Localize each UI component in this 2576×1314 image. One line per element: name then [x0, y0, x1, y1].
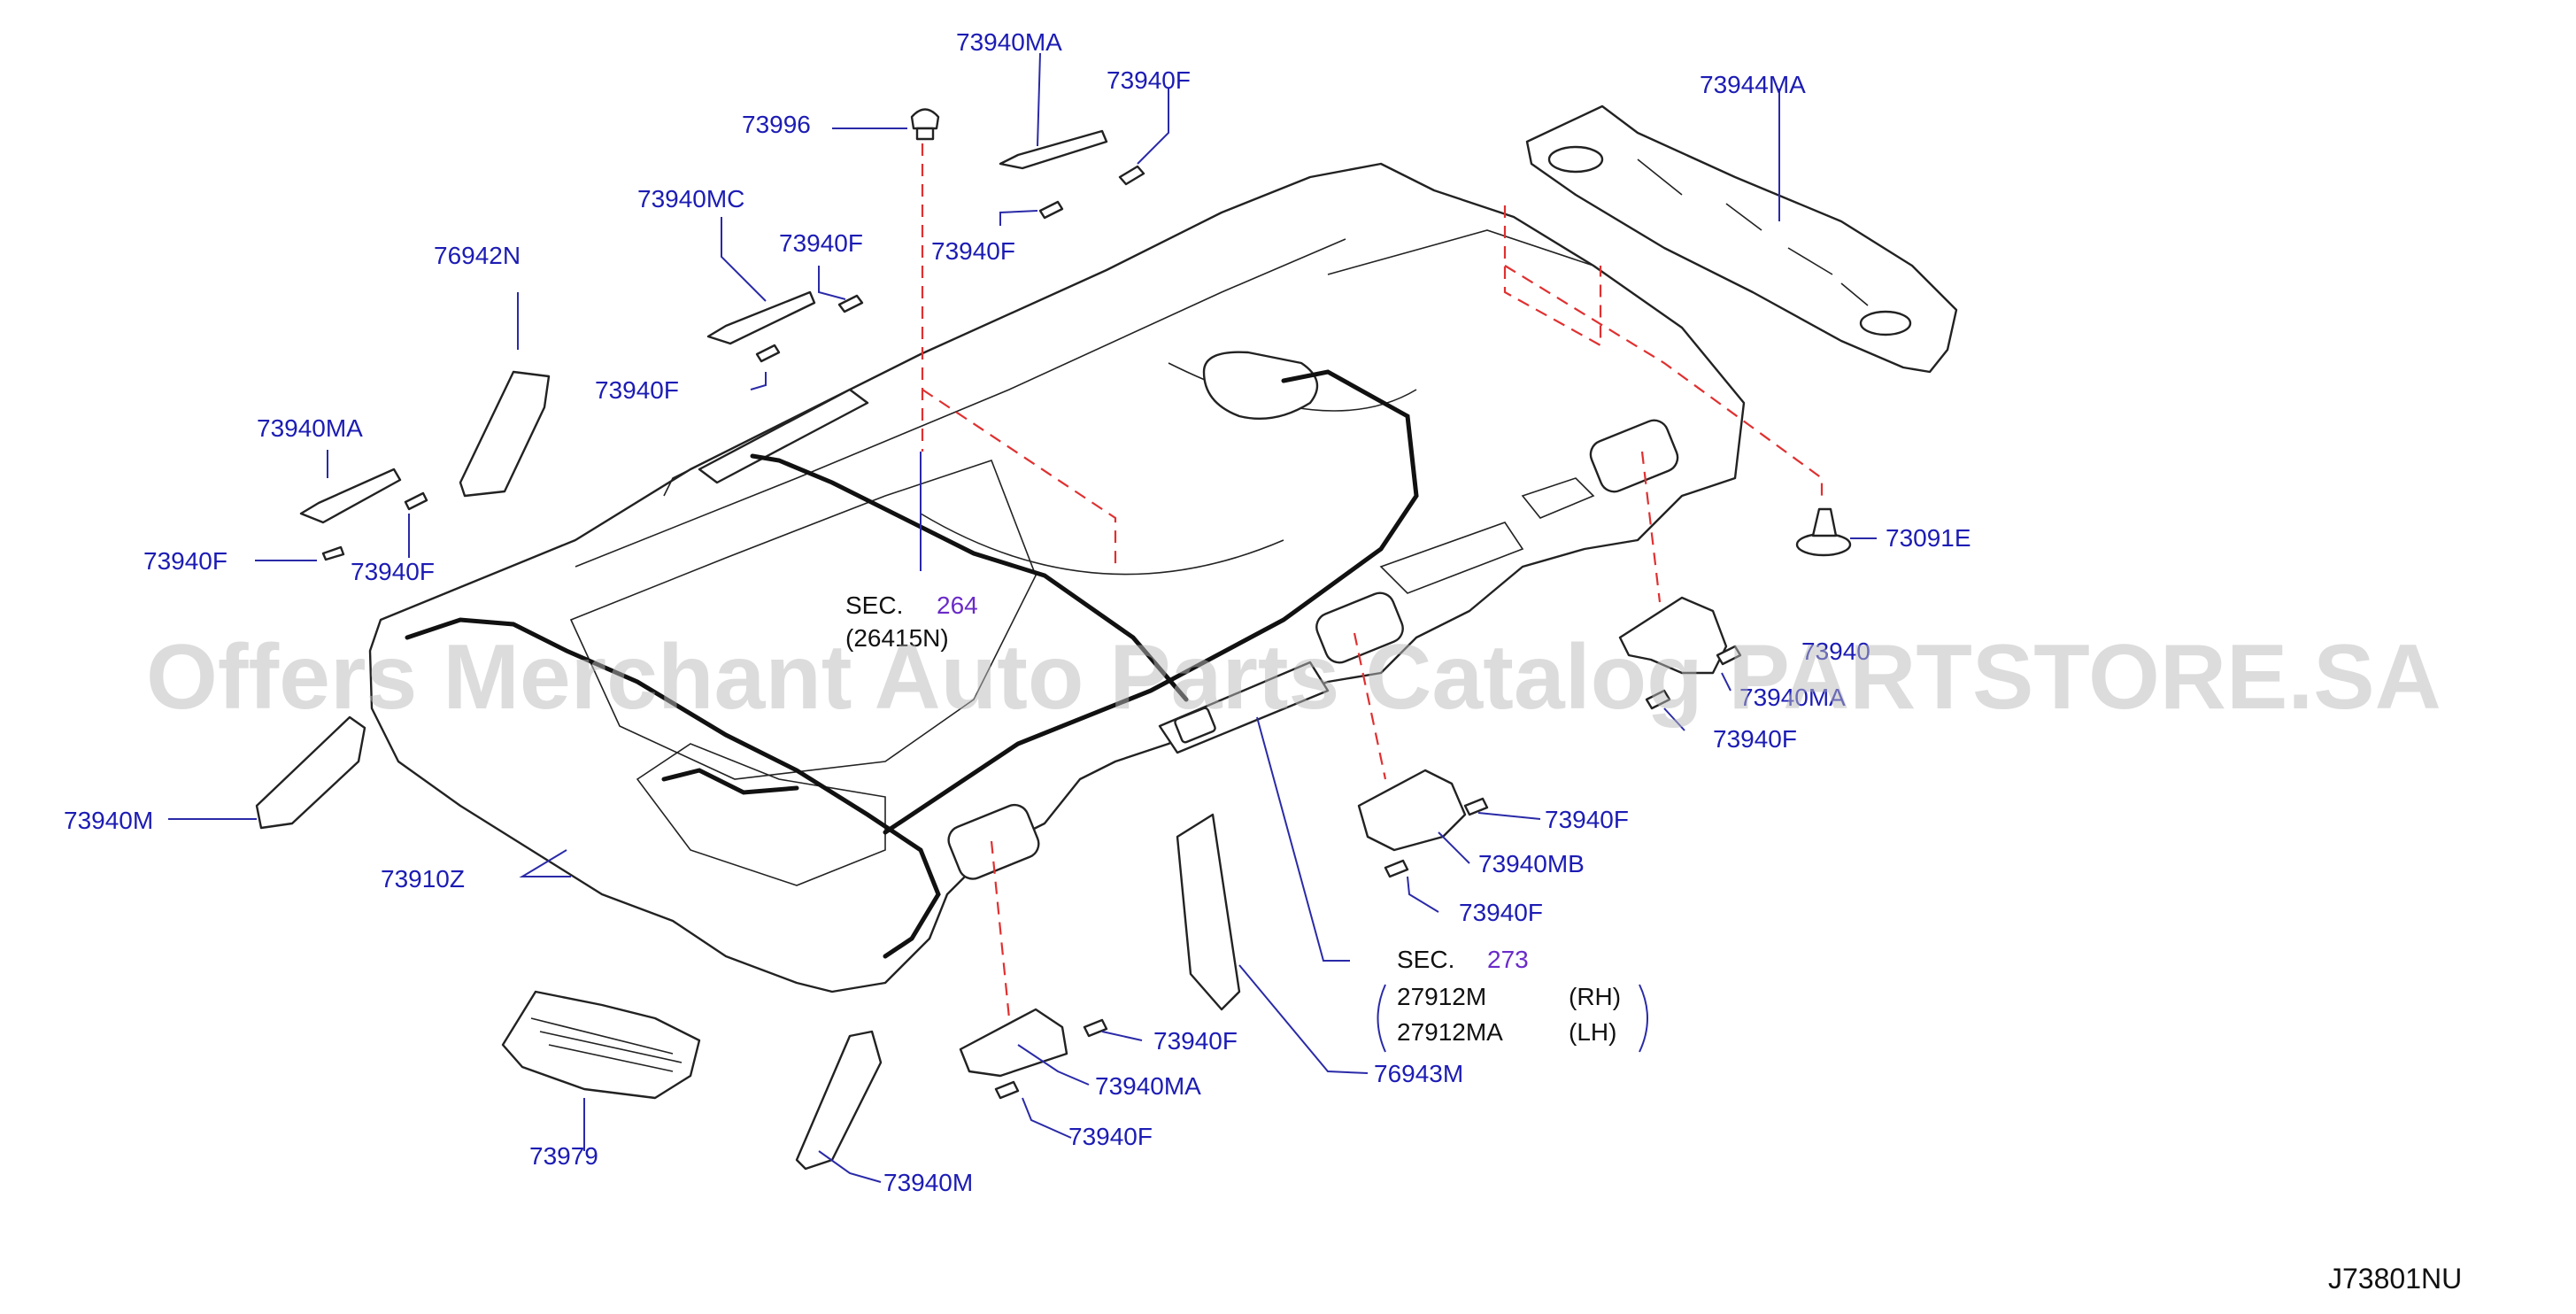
- label-73979[interactable]: 73979: [529, 1142, 598, 1170]
- label-73940F-left-a[interactable]: 73940F: [143, 547, 228, 575]
- label-73940F-left-upper[interactable]: 73940F: [595, 376, 679, 404]
- svg-text:(LH): (LH): [1569, 1018, 1616, 1046]
- interior-lamp-27912M[interactable]: [1158, 661, 1330, 754]
- label-73940F-mb[interactable]: 73940F: [1545, 806, 1629, 833]
- assist-grip-73940MA-right[interactable]: [1618, 596, 1728, 675]
- assist-grip-73940MB[interactable]: [1357, 769, 1467, 852]
- label-73940F-mb2[interactable]: 73940F: [1459, 899, 1543, 926]
- label-73940F-mid[interactable]: 73940F: [931, 237, 1015, 265]
- section-ref-273[interactable]: SEC. 273 27912M (RH) 27912MA (LH): [1397, 946, 1621, 1046]
- assist-grip-73940MA-left[interactable]: [299, 468, 402, 524]
- label-73940F-left-b[interactable]: 73940F: [351, 558, 435, 585]
- leader-lines: [168, 52, 1877, 1183]
- clip-73091E-icon[interactable]: [1795, 507, 1852, 557]
- part-labels: 73940MA 73940F 73996 73944MA 73940MC 739…: [64, 28, 1971, 1196]
- label-73940F-bot2[interactable]: 73940F: [1068, 1123, 1153, 1150]
- label-73940M-left[interactable]: 73940M: [64, 807, 153, 834]
- svg-text:(RH): (RH): [1569, 983, 1621, 1010]
- label-73940MC[interactable]: 73940MC: [637, 185, 744, 213]
- svg-text:273: 273: [1487, 946, 1529, 973]
- install-guides: [921, 143, 1824, 1019]
- label-73940M-bot[interactable]: 73940M: [883, 1169, 973, 1196]
- label-73940F-bot[interactable]: 73940F: [1153, 1027, 1238, 1055]
- label-73940F-mc[interactable]: 73940F: [779, 229, 863, 257]
- label-76942N[interactable]: 76942N: [434, 242, 521, 269]
- label-73940-right[interactable]: 73940: [1801, 638, 1870, 665]
- svg-text:SEC.: SEC.: [1397, 946, 1454, 973]
- assist-grip-76943M[interactable]: [1176, 813, 1241, 1011]
- assist-grip-73940MA-top[interactable]: [999, 129, 1108, 170]
- label-73996[interactable]: 73996: [742, 111, 811, 138]
- label-76943M[interactable]: 76943M: [1374, 1060, 1463, 1087]
- clip-icons: [321, 165, 1742, 1100]
- diagram-code: J73801NU: [2328, 1263, 2462, 1295]
- svg-text:(26415N): (26415N): [845, 624, 949, 652]
- label-73940MB[interactable]: 73940MB: [1478, 850, 1585, 877]
- wire-harness-26415N: [405, 369, 1419, 959]
- headliner-73910Z[interactable]: [368, 162, 1746, 993]
- label-73944MA[interactable]: 73944MA: [1700, 71, 1806, 98]
- assist-grip-76942N[interactable]: [459, 370, 551, 498]
- label-73940F-right[interactable]: 73940F: [1713, 725, 1797, 753]
- label-73940F-top[interactable]: 73940F: [1107, 66, 1191, 94]
- assist-grip-73940MC[interactable]: [706, 290, 816, 345]
- map-lamp-73979[interactable]: [501, 990, 701, 1100]
- label-73910Z[interactable]: 73910Z: [381, 865, 465, 893]
- label-73940MA-left[interactable]: 73940MA: [257, 414, 363, 442]
- svg-text:27912M: 27912M: [1397, 983, 1486, 1010]
- watermark-text: Offers Merchant Auto Parts Catalog PARTS…: [146, 626, 2441, 729]
- label-73940MA-top[interactable]: 73940MA: [956, 28, 1062, 56]
- svg-text:27912MA: 27912MA: [1397, 1018, 1503, 1046]
- assist-grip-73940M-bottom[interactable]: [795, 1030, 883, 1171]
- label-73940MA-right[interactable]: 73940MA: [1739, 684, 1846, 711]
- label-73091E[interactable]: 73091E: [1886, 524, 1971, 552]
- clip-73996-icon[interactable]: [910, 108, 940, 141]
- svg-text:SEC.: SEC.: [845, 591, 903, 619]
- section-ref-264[interactable]: SEC. 264 (26415N): [845, 591, 978, 652]
- svg-text:264: 264: [937, 591, 978, 619]
- rear-trim-panel-73944MA[interactable]: [1525, 104, 1958, 374]
- assist-grip-73940M-left[interactable]: [255, 715, 366, 830]
- label-73940MA-bot[interactable]: 73940MA: [1095, 1072, 1201, 1100]
